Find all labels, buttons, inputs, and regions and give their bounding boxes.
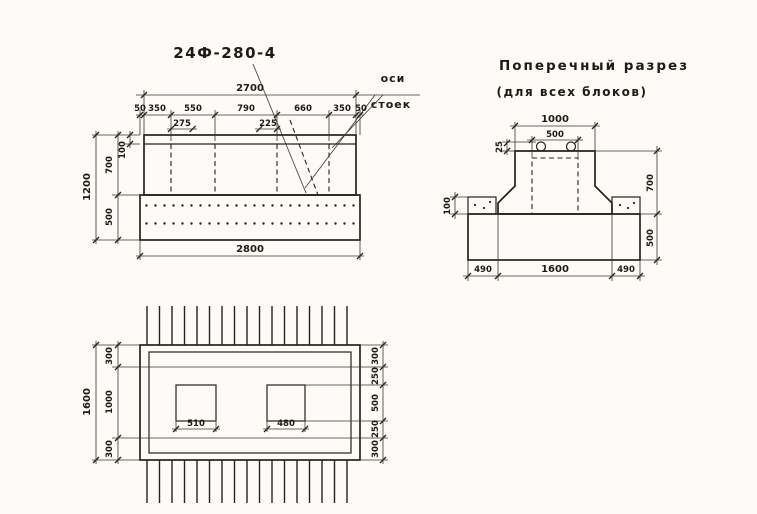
dimension-tick-marks [92, 91, 661, 464]
dim-row-6: 50 [355, 104, 367, 114]
dim-section-top-inner: 500 [546, 130, 564, 140]
dim-height-overall: 1200 [82, 173, 93, 201]
axes-leader-2 [304, 94, 376, 189]
dim-section-bottom-2: 490 [617, 265, 635, 275]
dim-flange: 100 [118, 141, 128, 159]
dim-row-0: 50 [134, 104, 146, 114]
socket-hidden-outline [531, 157, 579, 215]
post-dashed-lines [170, 119, 330, 196]
elevation-title: 24Ф-280-4 [173, 44, 276, 62]
lifting-loop-left [535, 141, 547, 152]
dim-plan-left-1: 1000 [105, 390, 115, 414]
axes-label-group: оси стоек [304, 72, 411, 189]
dim-plan-right-2: 500 [371, 394, 381, 412]
plan-outline [139, 344, 361, 461]
axes-leader-1 [331, 94, 384, 149]
dim-section-bottom-0: 490 [474, 265, 492, 275]
plan-socket-left [175, 384, 217, 422]
dim-row-3: 790 [237, 104, 255, 114]
dim-section-top-outer: 1000 [541, 114, 569, 125]
axes-label-line1: оси [381, 72, 406, 85]
dim-plan-right-0: 300 [371, 347, 381, 365]
dim-plan-left-0: 300 [105, 347, 115, 365]
dim-row-5: 350 [333, 104, 351, 114]
elevation-block-outline [139, 134, 361, 241]
dim-section-loop: 25 [495, 141, 505, 153]
dim-plan-socket-left: 510 [187, 419, 205, 429]
dim-section-step: 100 [443, 197, 453, 215]
section-outline [467, 141, 641, 261]
dim-row-2: 550 [184, 104, 202, 114]
plan-view: 1600 300 1000 300 300 250 500 250 300 51… [82, 306, 388, 503]
dim-sub-left: 275 [173, 119, 191, 129]
section-subtitle: (для всех блоков) [497, 85, 648, 99]
dim-plan-right-4: 300 [371, 440, 381, 458]
dim-row-1: 350 [148, 104, 166, 114]
footing-dot-pattern [145, 200, 636, 225]
dim-section-right-upper: 700 [646, 174, 656, 192]
dim-plan-width-overall: 1600 [82, 388, 93, 416]
dim-plan-right-1: 250 [371, 367, 381, 385]
dim-section-bottom-1: 1600 [541, 264, 569, 275]
elevation-view: 24Ф-280-4 оси стоек [82, 44, 420, 260]
section-title: Поперечный разрез [499, 58, 689, 74]
dim-top-overall: 2700 [236, 83, 264, 94]
title-leader-line [252, 63, 307, 194]
dim-height-lower: 500 [105, 208, 115, 226]
dim-height-upper: 700 [105, 156, 115, 174]
dim-sub-right: 225 [259, 119, 277, 129]
dim-section-right-lower: 500 [646, 229, 656, 247]
plan-socket-right [266, 384, 306, 422]
dim-bottom-overall: 2800 [236, 244, 264, 255]
plan-hatch-bars [146, 306, 348, 503]
section-dimensions: 1000 500 25 700 500 100 490 1600 490 [443, 114, 662, 281]
dim-plan-socket-right: 480 [277, 419, 295, 429]
cross-section-view: Поперечный разрез (для всех блоков) [443, 58, 689, 281]
dim-plan-right-3: 250 [371, 420, 381, 438]
dim-plan-left-2: 300 [105, 440, 115, 458]
lifting-loop-right [565, 141, 577, 152]
axes-label-line2: стоек [371, 98, 411, 111]
plan-dimensions: 1600 300 1000 300 300 250 500 250 300 51… [82, 341, 388, 464]
dim-row-4: 660 [294, 104, 312, 114]
